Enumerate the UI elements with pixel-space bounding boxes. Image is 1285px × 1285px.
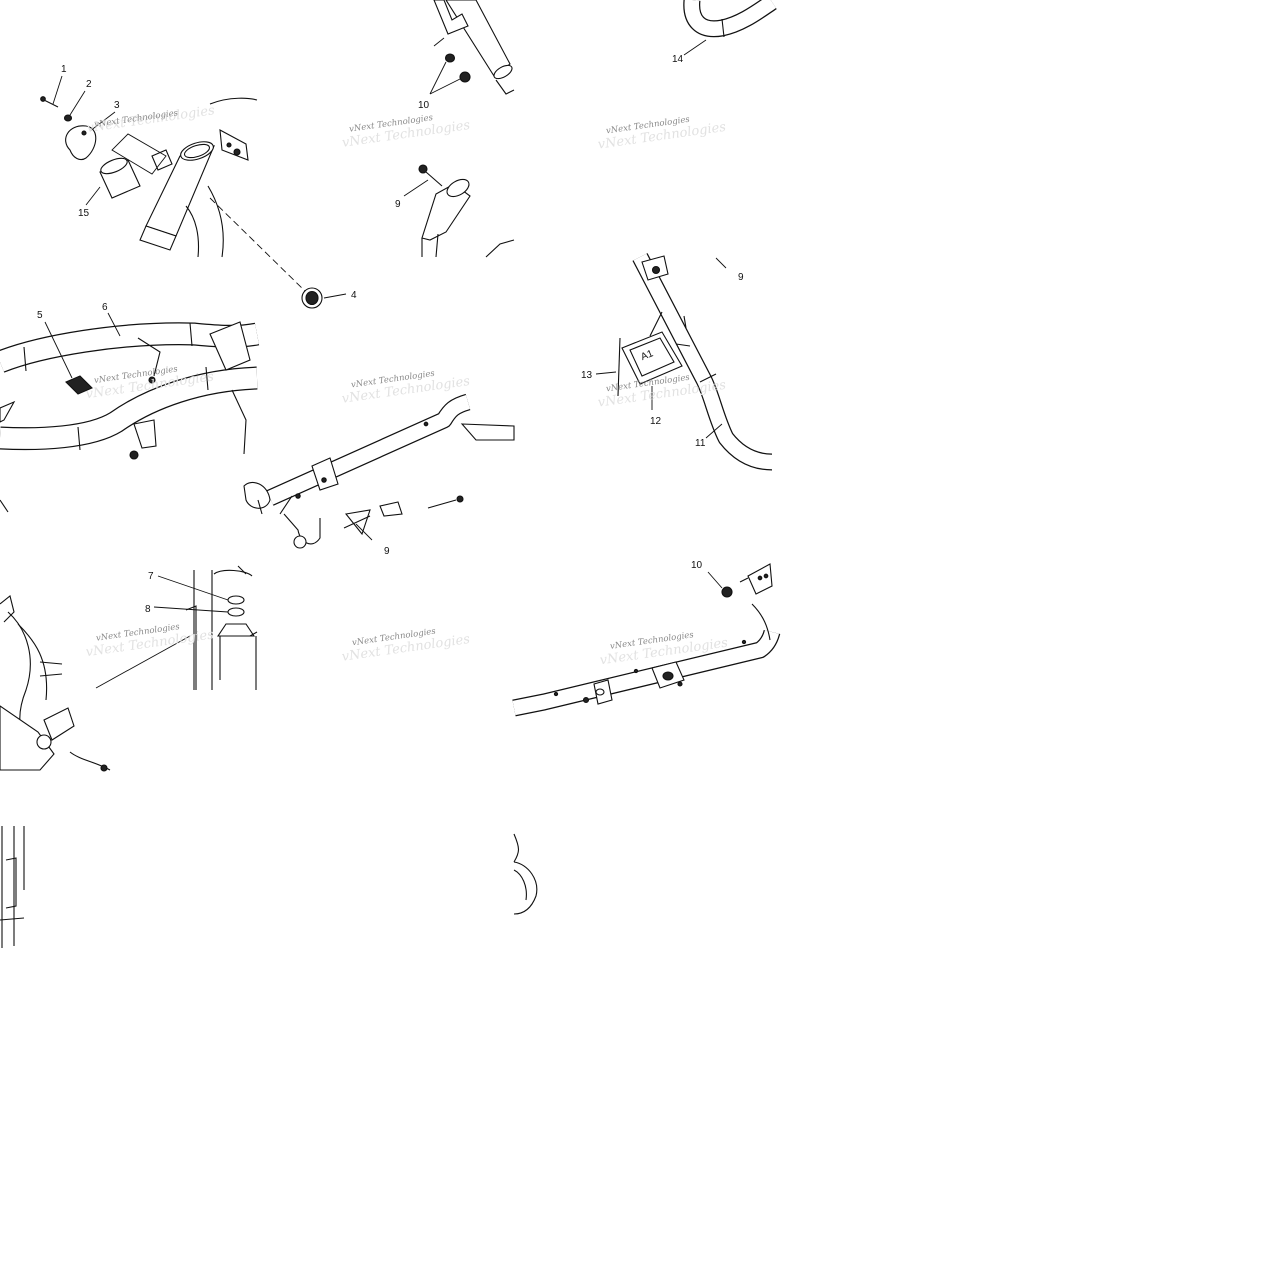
bolt-part-9-upper	[418, 164, 443, 187]
bushing-part-8	[227, 607, 245, 617]
tile-column-upper	[403, 0, 515, 258]
leader-13	[595, 371, 617, 375]
bushing-part-15	[99, 149, 173, 199]
callout-10-lower: 10	[691, 560, 703, 571]
callout-1: 1	[61, 64, 67, 75]
leader-1	[52, 75, 63, 105]
leader-9-upper	[403, 179, 429, 197]
callout-8: 8	[145, 604, 151, 615]
callout-10-upper: 10	[418, 100, 430, 111]
leader-10-lower	[707, 571, 723, 589]
nut-part-10-lower	[721, 586, 733, 598]
leader-10-upper	[429, 61, 461, 95]
tile-frame-left	[0, 312, 260, 513]
tile-bottom-fragments	[0, 826, 538, 948]
callout-4: 4	[351, 290, 357, 301]
callout-9-lower: 9	[384, 546, 390, 557]
leader-5	[44, 321, 73, 379]
leader-8	[153, 606, 229, 613]
leader-9-lower	[355, 523, 373, 541]
tile-frame-base-left	[0, 565, 258, 772]
tile-frame-right-plate: A1	[595, 253, 773, 471]
leader-11	[705, 423, 723, 439]
callout-12: 12	[650, 416, 662, 427]
assembly-line-4	[209, 197, 307, 293]
leader-14	[683, 39, 707, 56]
plate-part-12: A1	[621, 331, 683, 385]
screw-part-1	[40, 96, 59, 108]
leader-3	[89, 111, 116, 132]
leader-15	[85, 186, 101, 206]
callout-13: 13	[581, 370, 593, 381]
rivet-part-13	[617, 337, 621, 397]
nut-part-10-upper	[444, 53, 471, 83]
tile-steering-post-top	[40, 75, 307, 293]
cap-part-3	[65, 125, 97, 161]
tile-frame-lower	[243, 287, 515, 515]
leader-2	[69, 90, 86, 116]
leader-7	[157, 575, 229, 601]
leader-bracket-15	[111, 133, 167, 175]
callout-6: 6	[102, 302, 108, 313]
plate-label: A1	[639, 348, 655, 363]
steering-post-lower	[421, 178, 515, 258]
leader-6	[107, 312, 121, 337]
leader-9-right	[715, 257, 727, 269]
steering-column-tube	[139, 97, 258, 258]
grommet-part-4	[301, 287, 323, 309]
callout-2: 2	[86, 79, 92, 90]
washer-part-7	[227, 595, 245, 605]
callout-14: 14	[672, 54, 684, 65]
tile-bar-end-14	[683, 0, 777, 56]
callout-5: 5	[37, 310, 43, 321]
clip-part-5	[65, 375, 93, 395]
callout-7: 7	[148, 571, 154, 582]
callout-3: 3	[114, 100, 120, 111]
tile-crossbar	[512, 563, 781, 717]
callouts: 1 2 3 15 10 9 14 4 5 6 9 13 12 11 9 7 8 …	[37, 54, 744, 615]
callout-15: 15	[78, 208, 90, 219]
leader-dash-column	[95, 635, 191, 689]
washer-part-2	[63, 114, 73, 122]
callout-11: 11	[695, 438, 706, 449]
tile-lower-bolts	[283, 495, 464, 549]
callout-9-right: 9	[738, 272, 744, 283]
callout-9-upper: 9	[395, 199, 401, 210]
leader-4	[323, 293, 347, 299]
